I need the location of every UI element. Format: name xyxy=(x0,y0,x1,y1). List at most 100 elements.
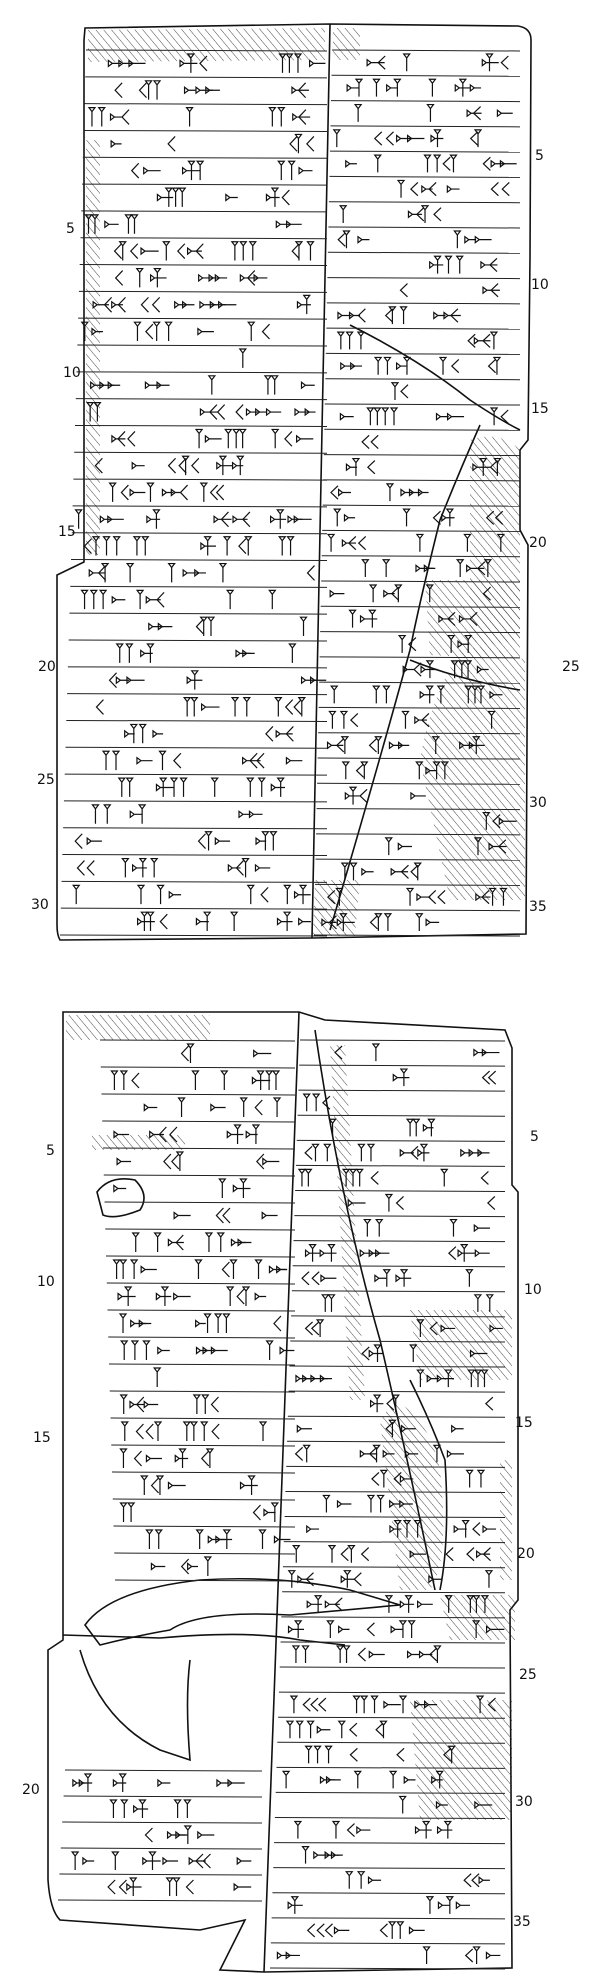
wedge-mark xyxy=(194,1259,203,1279)
wedge-mark xyxy=(422,1123,434,1132)
wedge-mark xyxy=(101,750,111,771)
wedge-mark xyxy=(447,611,456,627)
wedge-mark xyxy=(133,1804,149,1814)
wedge-mark xyxy=(328,915,337,930)
wedge-mark xyxy=(399,1474,414,1484)
wedge-mark xyxy=(210,1103,226,1112)
ruling-line xyxy=(299,1064,506,1067)
wedge-mark xyxy=(150,1562,166,1571)
wedge-mark xyxy=(395,1274,412,1283)
wedge-mark xyxy=(372,78,381,97)
wedge-mark xyxy=(347,1198,366,1208)
wedge-mark xyxy=(487,358,496,374)
wedge-mark xyxy=(347,535,357,551)
wedge-mark xyxy=(306,241,315,261)
ruling-line xyxy=(331,74,521,77)
wedge-mark xyxy=(103,804,112,824)
wedge-mark xyxy=(490,181,499,197)
ruling-line xyxy=(326,327,521,330)
wedge-mark xyxy=(322,1095,331,1110)
wedge-mark xyxy=(324,1923,333,1938)
wedge-mark xyxy=(225,1286,235,1306)
wedge-mark xyxy=(499,159,517,168)
wedge-mark xyxy=(216,1778,231,1788)
wedge-mark xyxy=(422,1946,431,1964)
wedge-mark xyxy=(404,1449,419,1459)
line-number: 10 xyxy=(524,1282,542,1298)
wedge-mark xyxy=(372,685,381,704)
ruling-line xyxy=(278,1716,506,1719)
wedge-mark xyxy=(180,1558,190,1575)
wedge-mark xyxy=(480,1170,489,1185)
ruling-line xyxy=(78,290,328,293)
ruling-line xyxy=(64,1769,263,1772)
wedge-mark xyxy=(385,131,394,146)
wedge-mark xyxy=(309,59,326,68)
wedge-mark xyxy=(133,321,142,341)
wedge-mark xyxy=(190,670,199,690)
wedge-mark xyxy=(187,160,196,181)
wedge-mark xyxy=(366,1143,376,1162)
wedge-mark xyxy=(239,1097,248,1117)
wedge-mark xyxy=(167,1481,186,1490)
wedge-mark xyxy=(152,729,164,739)
wedge-mark xyxy=(356,1825,371,1835)
wedge-mark xyxy=(152,321,161,341)
wedge-mark xyxy=(158,750,167,771)
wedge-mark xyxy=(172,1877,181,1896)
wedge-mark xyxy=(386,1396,395,1411)
wedge-mark xyxy=(173,1799,182,1818)
wedge-mark xyxy=(340,1575,356,1584)
wedge-mark xyxy=(382,1269,391,1287)
wedge-mark xyxy=(476,685,486,704)
wedge-mark xyxy=(480,260,498,270)
wedge-mark xyxy=(120,484,129,501)
wedge-mark xyxy=(179,484,188,501)
wedge-mark xyxy=(272,1097,282,1117)
wedge-mark xyxy=(211,1423,220,1440)
wedge-mark xyxy=(236,1856,252,1866)
wedge-mark xyxy=(417,1148,430,1158)
wedge-mark xyxy=(123,1286,133,1306)
wedge-mark xyxy=(356,1871,366,1889)
wedge-mark xyxy=(216,1232,225,1252)
wedge-mark xyxy=(238,348,248,368)
wedge-mark xyxy=(429,1321,438,1336)
ruling-line xyxy=(281,1616,506,1619)
ruling-line xyxy=(60,907,328,910)
wedge-mark xyxy=(326,1620,335,1638)
wedge-mark xyxy=(182,1421,192,1441)
wedge-mark xyxy=(440,1324,456,1333)
wedge-mark xyxy=(337,1720,346,1739)
wedge-mark xyxy=(85,402,95,422)
wedge-mark xyxy=(448,1246,457,1261)
wedge-mark xyxy=(129,1400,145,1409)
wedge-mark xyxy=(359,614,378,624)
wedge-mark xyxy=(289,1695,299,1714)
ruling-line xyxy=(316,808,521,811)
ruling-line xyxy=(82,156,328,159)
ruling-line xyxy=(326,302,521,305)
wedge-mark xyxy=(368,1446,378,1461)
wedge-mark xyxy=(283,884,292,905)
wedge-mark xyxy=(190,697,199,717)
ruling-line xyxy=(101,1093,296,1096)
ruling-line xyxy=(285,1490,506,1493)
ruling-line xyxy=(64,773,328,776)
wedge-mark xyxy=(229,911,239,931)
wedge-mark xyxy=(427,1118,436,1137)
wedge-mark xyxy=(111,595,126,604)
wedge-mark xyxy=(470,685,480,704)
ruling-line xyxy=(63,1795,263,1798)
wedge-mark xyxy=(359,1695,369,1714)
wedge-mark xyxy=(326,889,336,905)
wedge-mark xyxy=(215,1207,224,1224)
wedge-mark xyxy=(114,270,124,286)
wedge-mark xyxy=(171,187,180,207)
wedge-mark xyxy=(118,59,134,68)
wedge-mark xyxy=(84,214,93,234)
wedge-mark xyxy=(120,1799,129,1818)
wedge-mark xyxy=(201,1394,210,1414)
wedge-mark xyxy=(472,1522,481,1537)
